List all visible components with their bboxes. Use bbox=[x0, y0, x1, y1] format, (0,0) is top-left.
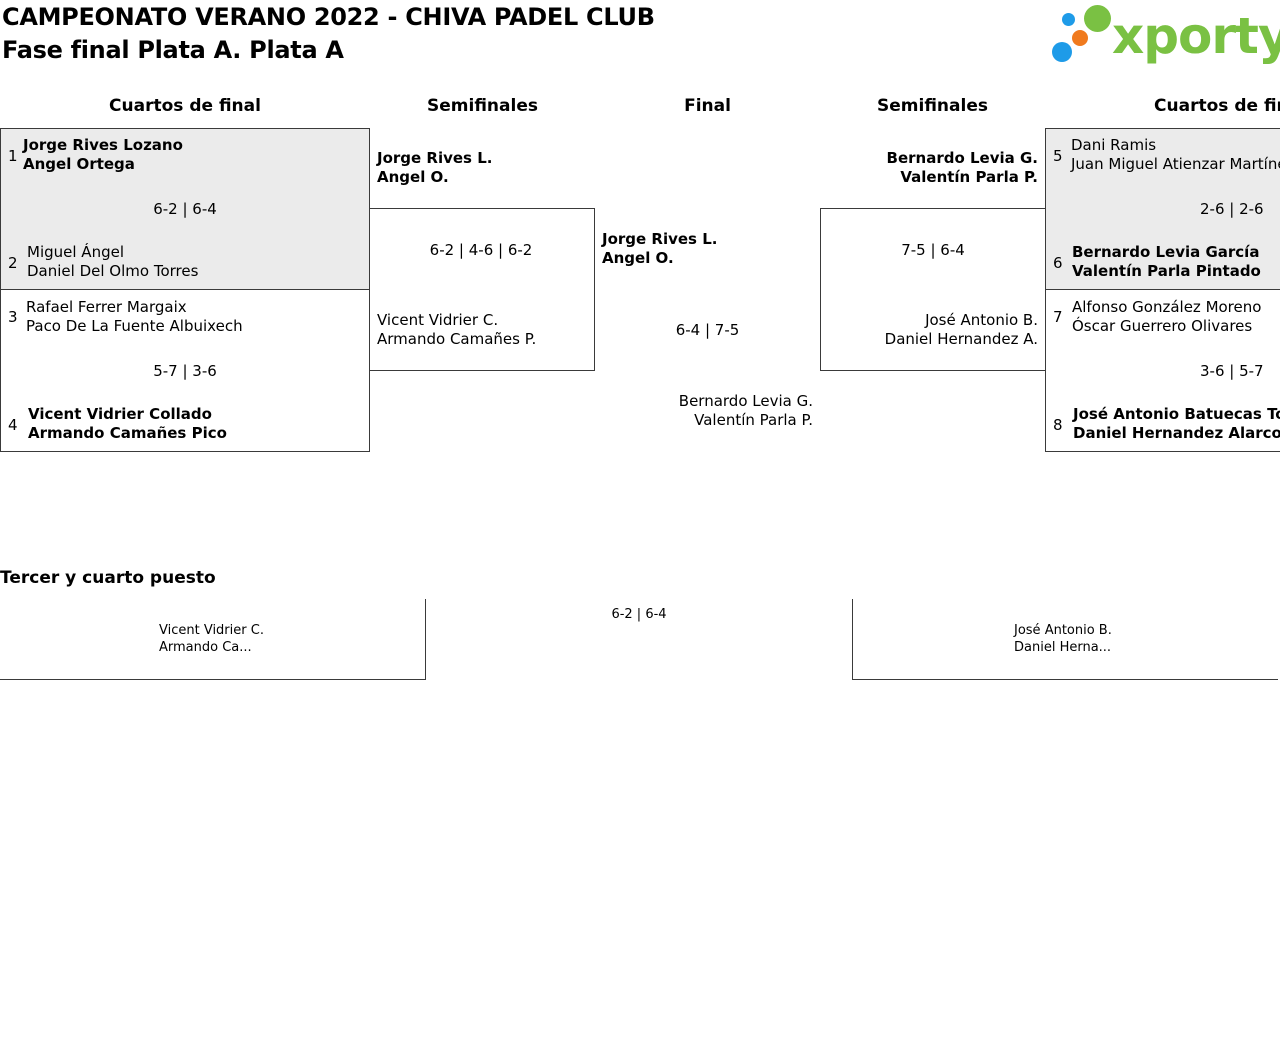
final-score: 6-4 | 7-5 bbox=[675, 321, 740, 339]
player-name: Daniel Herna... bbox=[1014, 640, 1112, 655]
player-name: Rafael Ferrer Margaix bbox=[26, 298, 187, 316]
seed-number: 5 bbox=[1053, 147, 1063, 165]
third-place-line-left bbox=[0, 679, 426, 680]
player-name: Jorge Rives L. bbox=[377, 149, 493, 167]
player-name: Valentín Parla P. bbox=[694, 411, 813, 429]
logo-dot-orange bbox=[1072, 30, 1088, 46]
match-card-left-q1[interactable]: 1 Jorge Rives Lozano Angel Ortega 6-2 | … bbox=[0, 128, 370, 290]
player-name: Paco De La Fuente Albuixech bbox=[26, 317, 243, 335]
match-card-left-q2[interactable]: 3 Rafael Ferrer Margaix Paco De La Fuent… bbox=[0, 289, 370, 452]
player-name: Armando Camañes Pico bbox=[28, 424, 227, 442]
seed-number: 1 bbox=[8, 147, 18, 165]
col-title-left-quarters: Cuartos de final bbox=[109, 96, 261, 116]
third-place-title: Tercer y cuarto puesto bbox=[0, 568, 216, 588]
col-title-right-semis: Semifinales bbox=[877, 96, 988, 116]
player-name: Armando Ca... bbox=[159, 640, 252, 655]
logo-text: xporty bbox=[1112, 7, 1280, 65]
seed-number: 4 bbox=[8, 416, 18, 434]
bracket-connector-right-semi: 7-5 | 6-4 bbox=[820, 208, 1046, 371]
player-name: Angel O. bbox=[377, 168, 449, 186]
player-name: Vicent Vidrier C. bbox=[377, 311, 499, 329]
logo-dot-blue bbox=[1052, 42, 1072, 62]
player-name: Bernardo Levia G. bbox=[678, 392, 813, 410]
player-name: Valentín Parla Pintado bbox=[1072, 262, 1261, 280]
player-name: Daniel Hernandez A. bbox=[884, 330, 1038, 348]
match-score: 3-6 | 5-7 bbox=[1200, 362, 1264, 380]
third-place-vline-right bbox=[852, 599, 853, 680]
seed-number: 2 bbox=[8, 254, 18, 272]
match-score: 6-2 | 4-6 | 6-2 bbox=[429, 241, 533, 259]
player-name: José Antonio B. bbox=[925, 311, 1038, 329]
seed-number: 3 bbox=[8, 308, 18, 326]
third-place-vline-left bbox=[425, 599, 426, 680]
page-subtitle: Fase final Plata A. Plata A bbox=[2, 36, 344, 64]
player-name: Dani Ramis bbox=[1071, 136, 1157, 154]
match-card-right-q2[interactable]: 7 Alfonso González Moreno Óscar Guerrero… bbox=[1045, 289, 1280, 452]
player-name: Valentín Parla P. bbox=[900, 168, 1038, 186]
player-name: José Antonio B. bbox=[1014, 623, 1112, 638]
seed-number: 6 bbox=[1053, 254, 1063, 272]
col-title-right-quarters: Cuartos de final bbox=[1154, 96, 1280, 116]
player-name: José Antonio Batuecas Tobias bbox=[1073, 405, 1280, 423]
third-place-score: 6-2 | 6-4 bbox=[611, 607, 667, 622]
player-name: Alfonso González Moreno bbox=[1072, 298, 1262, 316]
bracket-connector-left-semi: 6-2 | 4-6 | 6-2 bbox=[369, 208, 595, 371]
third-place-line-right bbox=[852, 679, 1278, 680]
match-score: 7-5 | 6-4 bbox=[901, 241, 965, 259]
player-name: Vicent Vidrier C. bbox=[159, 623, 264, 638]
player-name: Juan Miguel Atienzar Martínez bbox=[1071, 155, 1280, 173]
player-name: Angel O. bbox=[602, 249, 674, 267]
player-name: Bernardo Levia García bbox=[1072, 243, 1260, 261]
player-name: Miguel Ángel bbox=[27, 243, 124, 261]
player-name: Daniel Del Olmo Torres bbox=[27, 262, 199, 280]
col-title-left-semis: Semifinales bbox=[427, 96, 538, 116]
player-name: Bernardo Levia G. bbox=[886, 149, 1038, 167]
logo-dot-blue-small bbox=[1062, 13, 1075, 26]
logo-dot-green bbox=[1084, 5, 1111, 32]
page-title: CAMPEONATO VERANO 2022 - CHIVA PADEL CLU… bbox=[2, 3, 655, 31]
match-card-right-q1[interactable]: 5 Dani Ramis Juan Miguel Atienzar Martín… bbox=[1045, 128, 1280, 290]
player-name: Armando Camañes P. bbox=[377, 330, 537, 348]
player-name: Jorge Rives Lozano bbox=[23, 136, 183, 154]
player-name: Daniel Hernandez Alarcon bbox=[1073, 424, 1280, 442]
match-score: 2-6 | 2-6 bbox=[1200, 200, 1264, 218]
col-title-final: Final bbox=[684, 96, 731, 116]
seed-number: 8 bbox=[1053, 416, 1063, 434]
player-name: Jorge Rives L. bbox=[602, 230, 718, 248]
seed-number: 7 bbox=[1053, 308, 1063, 326]
match-score: 6-2 | 6-4 bbox=[153, 200, 217, 218]
player-name: Vicent Vidrier Collado bbox=[28, 405, 212, 423]
player-name: Angel Ortega bbox=[23, 155, 135, 173]
xporty-logo: xporty bbox=[1050, 4, 1280, 68]
player-name: Óscar Guerrero Olivares bbox=[1072, 317, 1253, 335]
match-score: 5-7 | 3-6 bbox=[153, 362, 217, 380]
